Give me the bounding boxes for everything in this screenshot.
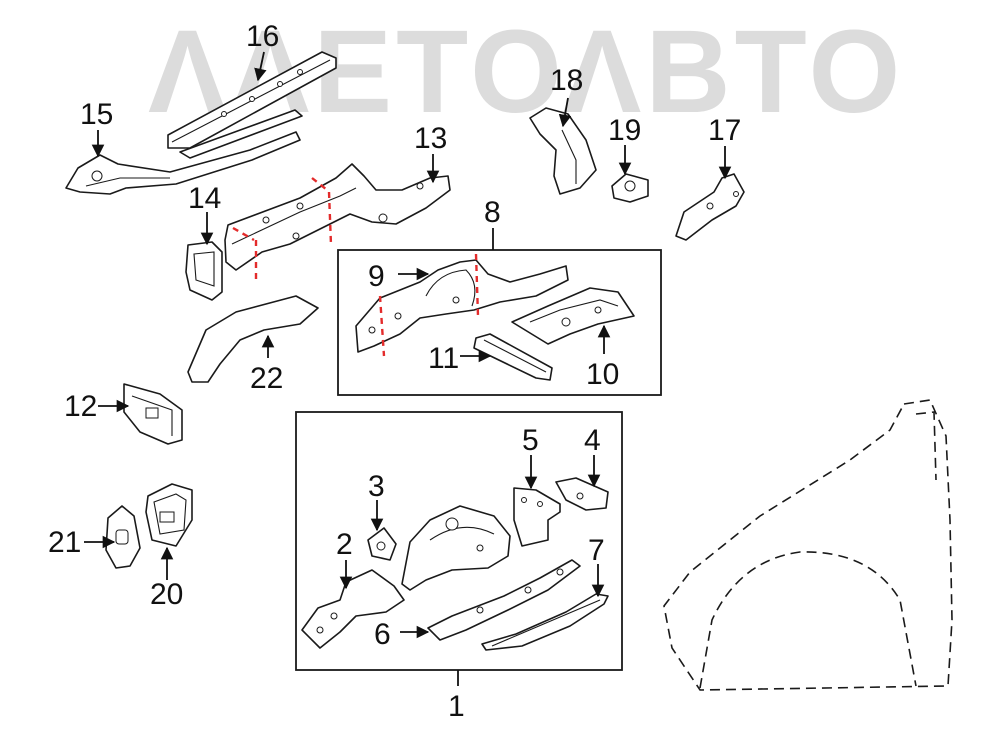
callout-6[interactable]: 6 (374, 618, 391, 651)
group-box-8 (337, 249, 662, 396)
callout-16[interactable]: 16 (246, 20, 279, 53)
callout-8[interactable]: 8 (484, 196, 501, 229)
part-6-lower-rail[interactable] (427, 559, 581, 641)
fender-outline (663, 399, 953, 691)
part-20-box-bracket[interactable] (145, 483, 193, 547)
part-12-bracket[interactable] (123, 383, 183, 445)
watermark-logo: ΛΛΕΤΟΛΒΤΟ (148, 6, 904, 138)
watermark-text: ΛΛΕΤΟΛΒΤΟ (148, 6, 904, 138)
part-9-inner-rail[interactable] (355, 259, 569, 353)
part-2-lower-bracket[interactable] (301, 569, 405, 649)
part-13-frame-rail[interactable] (224, 163, 451, 271)
callout-20[interactable]: 20 (150, 578, 183, 611)
cut-line-13c (311, 177, 328, 191)
part-22-liner[interactable] (187, 295, 319, 383)
callout-7[interactable]: 7 (588, 534, 605, 567)
callout-21[interactable]: 21 (48, 526, 81, 559)
callout-1[interactable]: 1 (448, 690, 465, 723)
callout-4[interactable]: 4 (584, 424, 601, 457)
part-18-panel[interactable] (529, 107, 597, 195)
part-10-floor-section[interactable] (511, 287, 635, 345)
cut-line-13a (232, 226, 255, 242)
callout-10[interactable]: 10 (586, 358, 619, 391)
callout-19[interactable]: 19 (608, 114, 641, 147)
part-19-mount[interactable] (611, 173, 649, 203)
part-3-gusset[interactable] (367, 527, 397, 561)
part-1-strut-tower[interactable] (401, 505, 511, 591)
callout-18[interactable]: 18 (550, 64, 583, 97)
callout-5[interactable]: 5 (522, 424, 539, 457)
callout-17[interactable]: 17 (708, 114, 741, 147)
callout-9[interactable]: 9 (368, 260, 385, 293)
part-7-reinforcement[interactable] (481, 593, 609, 651)
callout-22[interactable]: 22 (250, 362, 283, 395)
part-11-strip[interactable] (473, 333, 553, 381)
part-4-bracket[interactable] (555, 477, 609, 511)
callout-labels: 16 15 13 14 22 12 20 21 18 19 17 8 9 10 … (48, 20, 741, 723)
callout-leaders (84, 51, 732, 639)
callout-2[interactable]: 2 (336, 528, 353, 561)
callout-3[interactable]: 3 (368, 470, 385, 503)
cut-line-13d (327, 191, 333, 246)
part-16-rail[interactable] (167, 51, 337, 159)
part-17-brace[interactable] (675, 173, 745, 241)
group-box-1 (295, 411, 623, 671)
callout-11[interactable]: 11 (428, 342, 459, 375)
part-14-bracket[interactable] (185, 241, 223, 301)
part-5-plate[interactable] (513, 487, 561, 547)
callout-12[interactable]: 12 (64, 390, 97, 423)
callout-14[interactable]: 14 (188, 182, 221, 215)
callout-15[interactable]: 15 (80, 98, 113, 131)
callout-13[interactable]: 13 (414, 122, 447, 155)
part-21-plate[interactable] (105, 505, 141, 569)
